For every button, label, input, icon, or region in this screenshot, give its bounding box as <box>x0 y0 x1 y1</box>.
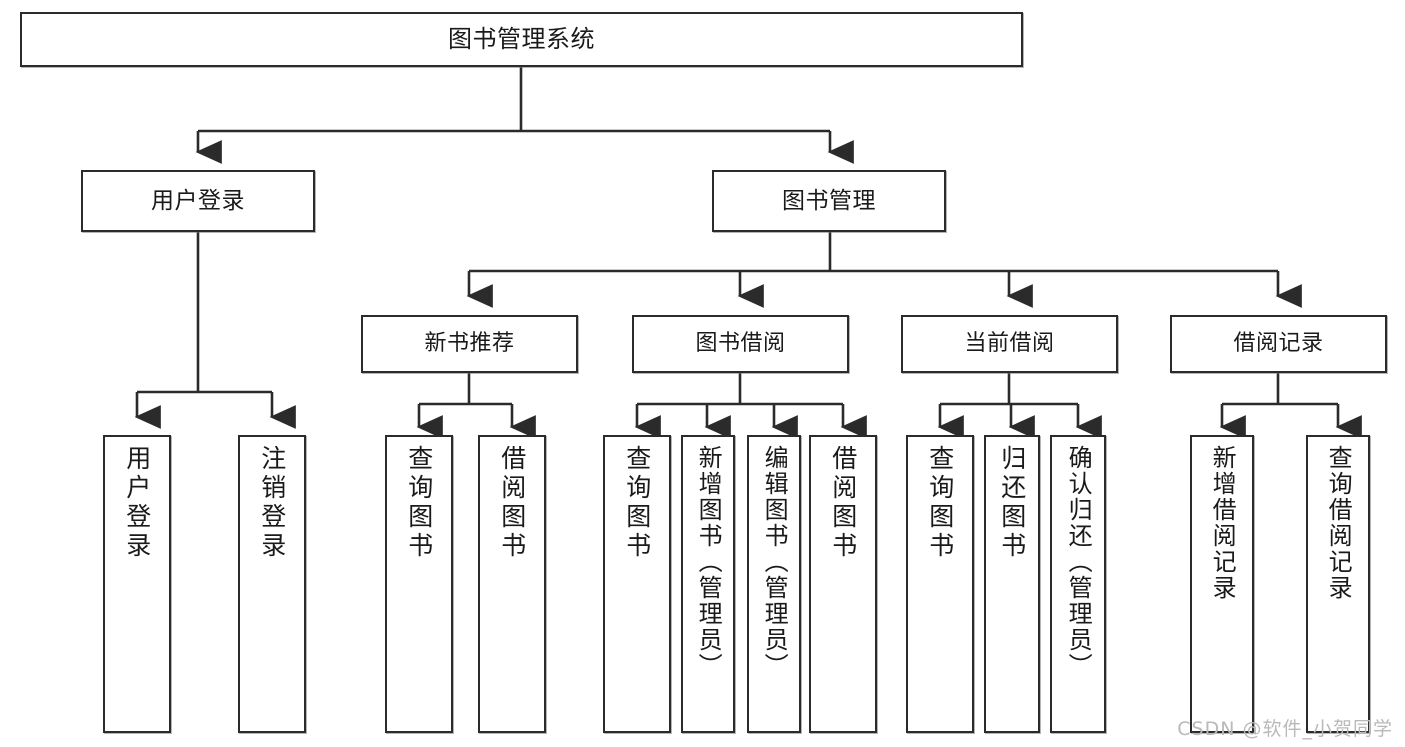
node-leaf-add-book[interactable]: 新增图书（管理员） <box>681 435 735 733</box>
node-new-book-recommend[interactable]: 新书推荐 <box>361 315 578 373</box>
node-leaf-return-book-label: 归还图书 <box>997 445 1027 561</box>
node-leaf-query-borrow-record-label: 查询借阅记录 <box>1324 445 1353 601</box>
node-leaf-query-book-3-label: 查询图书 <box>925 445 955 561</box>
csdn-watermark: CSDN @软件_小贺同学 <box>1177 718 1393 740</box>
node-leaf-logout-login-label: 注销登录 <box>257 445 287 561</box>
node-leaf-query-book-1[interactable]: 查询图书 <box>385 435 453 733</box>
node-user-login-label: 用户登录 <box>151 187 245 214</box>
node-leaf-borrow-book-2-label: 借阅图书 <box>828 445 858 561</box>
node-leaf-query-book-2-label: 查询图书 <box>622 445 652 561</box>
node-leaf-query-borrow-record[interactable]: 查询借阅记录 <box>1306 435 1370 733</box>
node-current-borrow-label: 当前借阅 <box>964 330 1055 356</box>
node-leaf-add-borrow-record[interactable]: 新增借阅记录 <box>1190 435 1254 733</box>
node-leaf-add-book-label: 新增图书（管理员） <box>694 445 723 679</box>
node-leaf-logout-login[interactable]: 注销登录 <box>238 435 306 733</box>
node-leaf-edit-book-label: 编辑图书（管理员） <box>760 445 789 679</box>
node-user-login[interactable]: 用户登录 <box>81 170 315 232</box>
node-leaf-add-borrow-record-label: 新增借阅记录 <box>1208 445 1237 601</box>
node-book-borrow-label: 图书借阅 <box>695 330 786 356</box>
node-leaf-confirm-return[interactable]: 确认归还（管理员） <box>1050 435 1106 733</box>
node-new-book-recommend-label: 新书推荐 <box>424 330 515 356</box>
node-root[interactable]: 图书管理系统 <box>20 12 1023 67</box>
node-borrow-record-label: 借阅记录 <box>1233 330 1324 356</box>
node-leaf-borrow-book-1-label: 借阅图书 <box>497 445 527 561</box>
node-root-label: 图书管理系统 <box>448 24 595 53</box>
node-leaf-confirm-return-label: 确认归还（管理员） <box>1064 445 1093 679</box>
node-current-borrow[interactable]: 当前借阅 <box>901 315 1118 373</box>
node-leaf-borrow-book-2[interactable]: 借阅图书 <box>809 435 877 733</box>
node-leaf-query-book-1-label: 查询图书 <box>404 445 434 561</box>
node-leaf-query-book-2[interactable]: 查询图书 <box>603 435 671 733</box>
node-leaf-query-book-3[interactable]: 查询图书 <box>906 435 974 733</box>
node-book-management[interactable]: 图书管理 <box>712 170 946 232</box>
node-leaf-borrow-book-1[interactable]: 借阅图书 <box>478 435 546 733</box>
node-book-borrow[interactable]: 图书借阅 <box>632 315 849 373</box>
node-leaf-return-book[interactable]: 归还图书 <box>984 435 1040 733</box>
node-borrow-record[interactable]: 借阅记录 <box>1170 315 1387 373</box>
node-book-management-label: 图书管理 <box>782 187 876 214</box>
node-leaf-user-login-label: 用户登录 <box>122 445 152 561</box>
node-leaf-user-login[interactable]: 用户登录 <box>103 435 171 733</box>
node-leaf-edit-book[interactable]: 编辑图书（管理员） <box>747 435 801 733</box>
